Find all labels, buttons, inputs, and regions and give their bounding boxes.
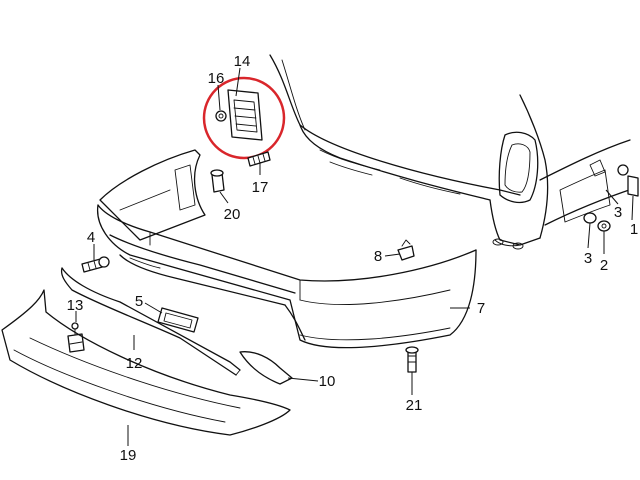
callout-21: 21 [406, 397, 423, 414]
callout-1: 1 [630, 221, 638, 238]
callout-17: 17 [252, 179, 269, 196]
vehicle-body-outline [269, 54, 636, 250]
callout-19: 19 [120, 447, 137, 464]
callout-labels: 14 16 17 20 4 8 5 7 13 12 10 21 19 3 3 2… [67, 53, 639, 464]
callout-2: 2 [600, 257, 608, 274]
callout-14: 14 [234, 53, 251, 70]
callout-12: 12 [126, 355, 143, 372]
screw-part-21 [405, 346, 419, 373]
bolt-part-17 [247, 151, 271, 167]
callout-16: 16 [208, 70, 225, 87]
spoiler-part-19 [1, 289, 291, 436]
clip-part-13 [67, 322, 85, 353]
callout-10: 10 [319, 373, 336, 390]
callout-3-lower: 3 [584, 250, 592, 267]
plate-light-part-5 [157, 307, 199, 333]
callout-8: 8 [374, 248, 382, 265]
leader-lines [75, 67, 634, 446]
screw-part-4 [81, 256, 110, 273]
grommet-cover-part [215, 89, 263, 141]
bumper-bracket-inner [99, 149, 206, 241]
callout-3-upper: 3 [614, 204, 622, 221]
callout-7: 7 [477, 300, 485, 317]
clip-part-20 [210, 169, 225, 193]
highlight-circle [202, 76, 286, 160]
callout-20: 20 [224, 206, 241, 223]
fasteners-right [583, 164, 639, 232]
callout-4: 4 [87, 229, 95, 246]
reflector-part-10 [239, 351, 293, 385]
bracket-part-8 [397, 239, 415, 261]
callout-5: 5 [135, 293, 143, 310]
bumper-cover-part-7 [96, 204, 477, 349]
trim-strip-part-12 [60, 267, 241, 376]
callout-13: 13 [67, 297, 84, 314]
